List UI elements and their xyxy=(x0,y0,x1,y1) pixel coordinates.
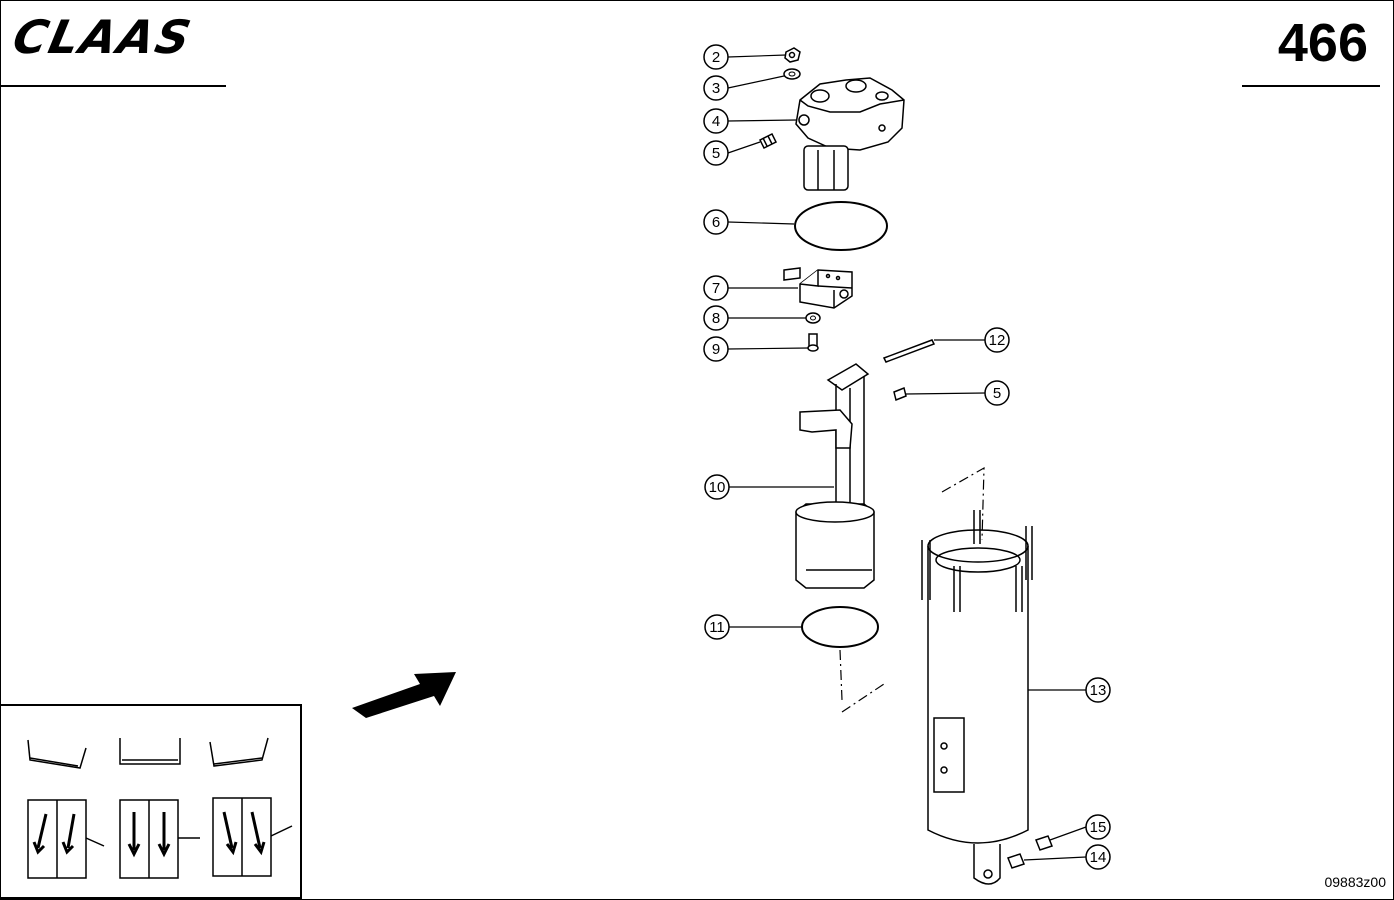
svg-text:11: 11 xyxy=(709,619,725,636)
leader-lines xyxy=(727,54,1087,861)
part-level-sensor xyxy=(795,363,875,589)
callout-5: 5 xyxy=(703,140,729,166)
callout-8: 8 xyxy=(703,305,729,331)
svg-text:14: 14 xyxy=(1090,849,1107,866)
svg-text:12: 12 xyxy=(989,332,1006,349)
part-o-ring-large xyxy=(794,201,888,251)
svg-text:9: 9 xyxy=(712,341,720,358)
callout-10: 10 xyxy=(704,474,730,500)
direction-arrow xyxy=(352,672,456,718)
svg-text:8: 8 xyxy=(712,310,720,327)
part-bolt xyxy=(807,333,819,352)
drawing-code: 09883z00 xyxy=(1324,874,1386,890)
part-grub-screw-2 xyxy=(893,386,907,402)
callout-7: 7 xyxy=(703,275,729,301)
part-valve-block xyxy=(783,267,853,309)
svg-text:5: 5 xyxy=(993,385,1001,402)
part-nut xyxy=(784,47,801,63)
callout-6: 6 xyxy=(703,209,729,235)
part-plug-14 xyxy=(1007,853,1025,869)
svg-text:10: 10 xyxy=(709,479,726,496)
part-washer xyxy=(783,68,801,80)
callout-9: 9 xyxy=(703,336,729,362)
callout-11: 11 xyxy=(704,614,730,640)
svg-text:3: 3 xyxy=(712,80,720,97)
part-plug-15 xyxy=(1035,835,1053,851)
part-grub-screw xyxy=(758,132,778,150)
part-pin xyxy=(882,339,936,363)
callout-13: 13 xyxy=(1085,677,1111,703)
svg-text:15: 15 xyxy=(1090,819,1107,836)
callout-2: 2 xyxy=(703,44,729,70)
page-number: 466 xyxy=(1277,13,1368,73)
part-filter-head xyxy=(795,77,905,191)
svg-text:2: 2 xyxy=(712,49,720,66)
part-filter-bowl xyxy=(921,510,1033,885)
callout-12: 12 xyxy=(984,327,1010,353)
callout-3: 3 xyxy=(703,75,729,101)
svg-text:13: 13 xyxy=(1090,682,1107,699)
locator-inset xyxy=(0,704,302,899)
svg-text:7: 7 xyxy=(712,280,720,297)
callout-14: 14 xyxy=(1085,844,1111,870)
callout-15: 15 xyxy=(1085,814,1111,840)
svg-text:5: 5 xyxy=(712,145,720,162)
callout-4: 4 xyxy=(703,108,729,134)
callout-5-second: 5 xyxy=(984,380,1010,406)
svg-text:6: 6 xyxy=(712,214,720,231)
svg-text:4: 4 xyxy=(712,113,720,130)
